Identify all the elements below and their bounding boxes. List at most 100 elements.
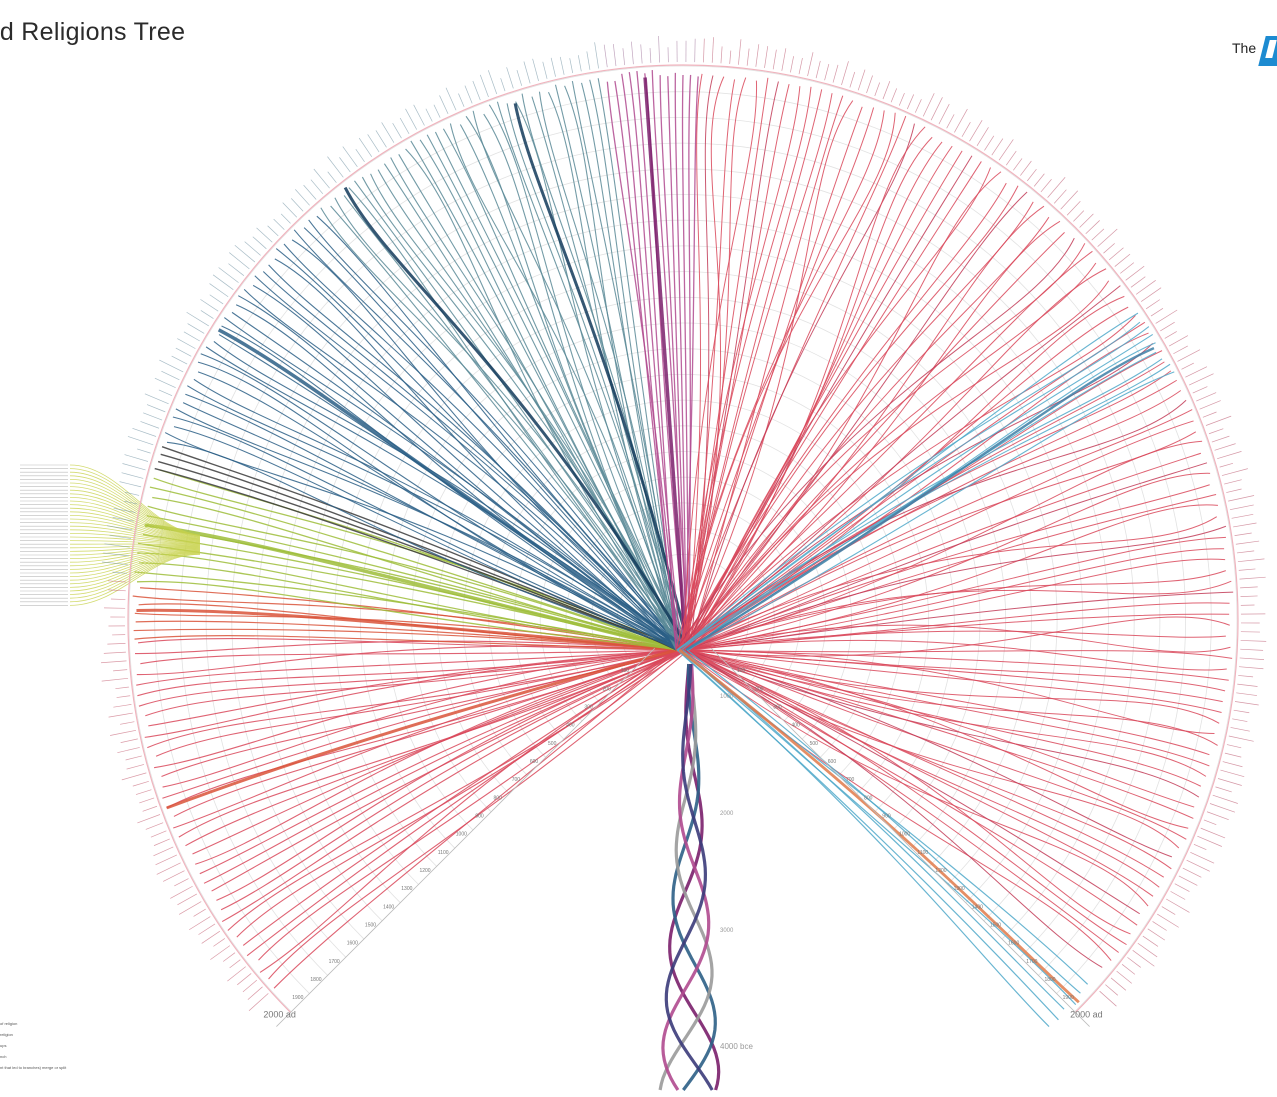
chinese-fan-line [69,464,201,536]
branch-line [211,649,686,892]
branch-line [547,91,684,651]
leaf-label-stub [209,283,229,298]
branch-line [160,453,686,651]
branch-line [136,580,684,651]
leaf-label-stub [487,70,498,95]
leaf-label-stub [1197,835,1222,847]
branch-line [689,649,1154,897]
leaf-label-stub [711,37,714,63]
leaf-label-stub [1217,451,1242,460]
leaf-label-stub [703,38,705,63]
branch-line [683,76,699,651]
branch-line [685,649,1189,829]
branch-line [173,649,679,829]
leaf-label-stub [183,331,200,342]
leaf-label-stub [1209,803,1236,813]
branch-line [679,77,747,651]
branch-line [465,115,690,651]
axis-tick-label: 1700 [329,959,340,965]
branch-line [147,505,680,651]
leaf-label-stub [122,463,146,471]
leaf-label-stub [906,94,915,110]
branch-line [483,113,678,651]
trunk-tick-label: 2000 [720,811,734,817]
leaf-label-stub [104,543,130,548]
leaf-label-stub [200,299,219,312]
branch-line [681,350,1163,651]
branch-line [687,431,1197,651]
branch-line [162,649,680,788]
branch-line [155,649,677,757]
leaf-label-stub [1215,786,1232,793]
leaf-label-stub [612,44,617,67]
chinese-fan-line [69,468,201,536]
axis-tick-label: 1400 [972,904,983,910]
leaf-label-stub [108,589,126,592]
leaf-label-stub [116,695,131,698]
leaf-label-stub [1103,243,1115,254]
leaf-label-stub [1237,558,1265,563]
leaf-label-stub [1214,443,1236,451]
branch-line [678,182,1007,651]
branch-line [677,321,1141,651]
leaf-label-stub [229,252,250,270]
leaf-label-stub [1234,701,1259,706]
branch-line [677,250,1093,651]
chinese-fan-line [69,552,201,592]
leaf-label-stub [550,57,556,77]
branch-line [140,587,679,651]
branch-line [689,75,714,651]
leaf-label-stub [295,189,310,206]
branch-line [472,110,678,651]
leaf-label-stub [1211,435,1230,443]
branch-line [684,76,725,651]
branch-line [343,195,681,651]
branch-line [200,353,686,651]
leaf-label-stub [506,67,514,89]
branch-line [182,402,682,651]
leaf-label-stub [1208,428,1224,435]
leaf-label-stub [115,686,130,690]
leaf-label-stub [121,472,144,479]
branch-line [273,649,678,989]
leaf-label-stub [1099,990,1117,1007]
leaf-label-stub [790,56,794,73]
leaf-label-stub [1185,366,1208,378]
leaf-label-stub [222,952,236,962]
axis-tick-label: 1200 [419,868,430,874]
leaf-label-stub [109,534,132,539]
leaf-label-stub [1091,228,1105,241]
leaf-label-stub [1200,827,1226,839]
branch-line [687,649,1202,787]
leaf-label-stub [342,146,358,168]
time-axes: 2000 ad190018001700160015001400130012001… [263,648,1103,1051]
branch-line [686,548,1225,651]
chinese-fan-line [69,547,201,563]
axis-tick-label: 800 [494,795,503,801]
leaf-label-stub [1240,648,1264,651]
branch-line [681,86,812,651]
leaf-label-stub [631,41,634,65]
branch-line [192,649,680,855]
leaf-label-stub [209,294,224,305]
branch-line [683,81,779,651]
leaf-label-stub [327,171,337,183]
leaf-label-stub [998,139,1014,161]
leaf-label-stub [1222,761,1243,768]
branch-line [684,649,1223,703]
leaf-label-stub [857,69,866,91]
leaf-label-stub [764,46,769,69]
chinese-fan-line [69,507,201,542]
leaf-label-stub [108,712,133,718]
branch-line [140,649,686,665]
branch-line [134,640,680,655]
leaf-label-stub [1116,970,1132,984]
leaf-label-stub [1027,169,1037,182]
leaf-label-stub [112,517,134,522]
branch-line [678,115,907,651]
leaf-label-stub [119,481,142,488]
leaf-label-stub [234,244,256,263]
branch-line [149,486,688,651]
leaf-label-stub [1228,735,1254,742]
